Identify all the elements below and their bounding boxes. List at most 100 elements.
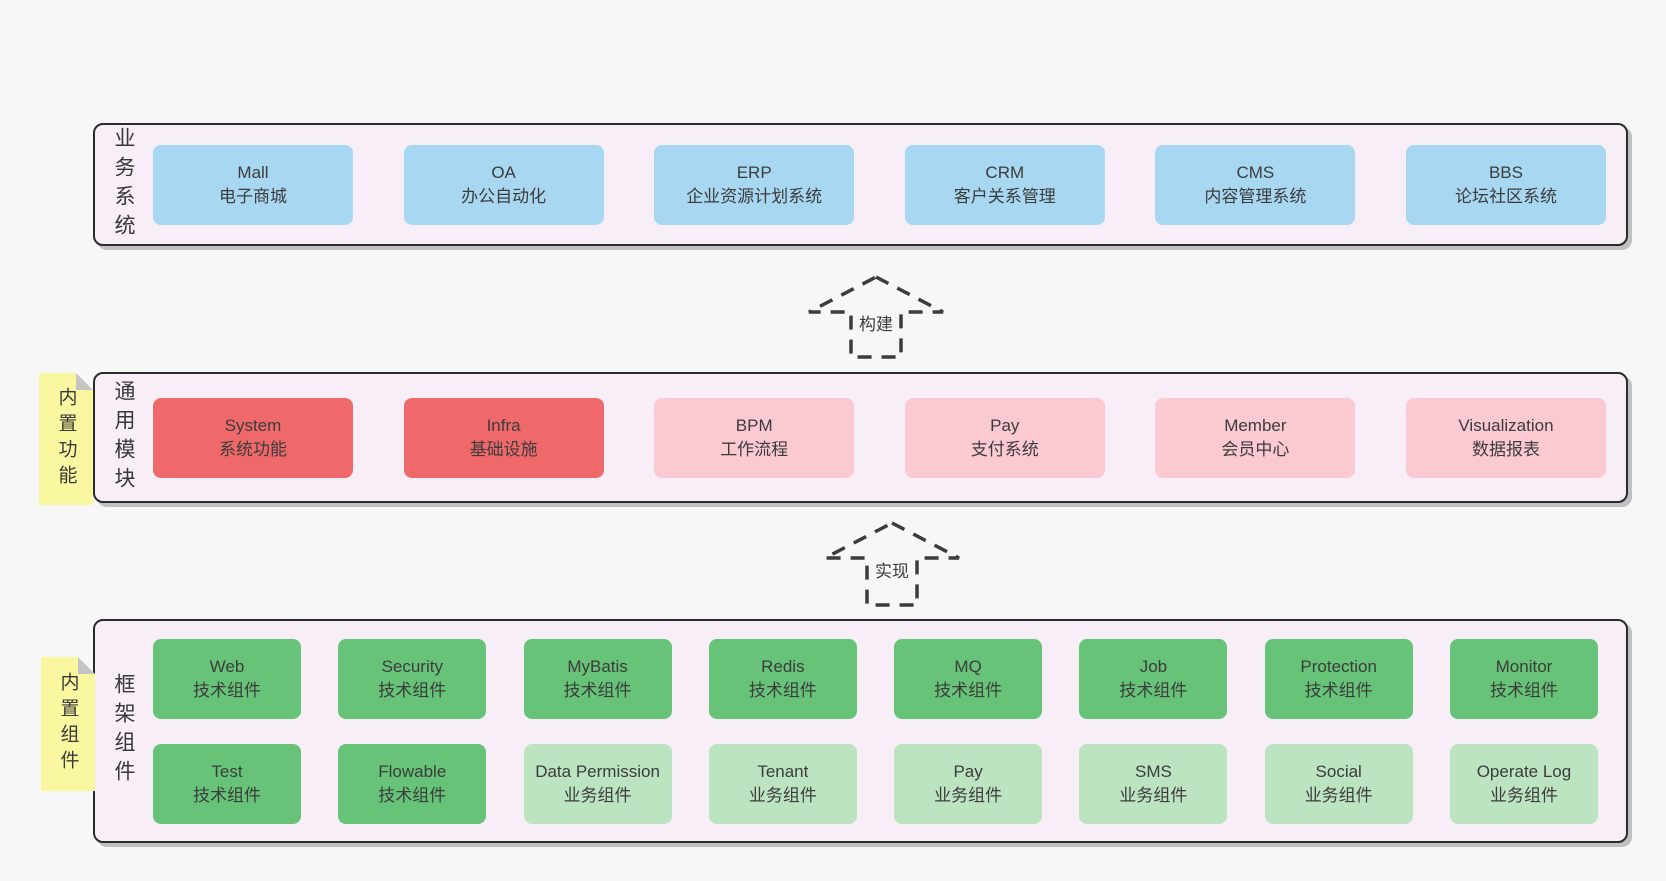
note-label: 内置组件 [57,672,79,776]
box-subtitle: 工作流程 [720,439,789,459]
box-subtitle: 技术组件 [563,680,632,700]
box-title: Social [1315,762,1362,782]
box-title: Infra [486,416,521,436]
module-box-crm: CRM 客户关系管理 [904,144,1105,225]
module-box-member: Member 会员中心 [1155,397,1356,478]
module-box-web: Web 技术组件 [153,638,301,719]
module-box-oa: OA 办公自动化 [403,144,604,225]
box-title: Test [211,762,243,782]
box-subtitle: 技术组件 [934,680,1003,700]
box-title: Security [381,657,443,677]
box-title: Protection [1300,657,1377,677]
layer-label: 业务系统 [112,126,135,243]
box-title: Web [209,657,245,677]
up-arrow-icon: 实现 [824,521,960,607]
box-title: OA [491,163,516,183]
build-arrow: 构建 [806,274,946,360]
box-title: Pay [953,762,983,782]
box-title: Job [1139,657,1168,677]
box-title: MQ [954,657,982,677]
arrow-label: 构建 [859,315,893,334]
box-title: Visualization [1458,416,1554,436]
module-box-pay: Pay 业务组件 [894,743,1043,824]
box-title: Flowable [378,762,447,782]
module-box-pay: Pay 支付系统 [904,397,1105,478]
box-row: Mall 电子商城 OA 办公自动化 ERP 企业资源计划系统 CRM 客户关系管理 CMS 内容… [153,144,1606,225]
box-title: Operate Log [1476,762,1572,782]
box-subtitle: 业务组件 [563,785,632,805]
module-box-sms: SMS 业务组件 [1079,743,1228,824]
box-subtitle: 电子商城 [219,186,287,206]
box-title: CRM [985,163,1025,183]
box-subtitle: 技术组件 [378,785,447,805]
module-box-erp: ERP 企业资源计划系统 [654,144,855,225]
module-box-security: Security 技术组件 [338,638,487,719]
box-subtitle: 业务组件 [934,785,1003,805]
module-box-mall: Mall 电子商城 [153,144,353,225]
box-subtitle: 客户关系管理 [953,186,1056,206]
implement-arrow: 实现 [822,520,962,608]
box-title: SMS [1134,762,1172,782]
arrow-label: 实现 [875,562,909,581]
box-subtitle: 办公自动化 [461,186,547,206]
module-box-system: System 系统功能 [153,397,353,478]
box-subtitle: 内容管理系统 [1204,186,1307,206]
box-subtitle: 数据报表 [1471,439,1540,459]
module-box-job: Job 技术组件 [1079,638,1228,719]
box-title: ERP [736,163,772,183]
module-box-data-permission: Data Permission 业务组件 [523,743,672,824]
box-title: Tenant [757,762,809,782]
module-box-tenant: Tenant 业务组件 [708,743,857,824]
box-subtitle: 业务组件 [1304,785,1373,805]
box-subtitle: 业务组件 [748,785,817,805]
module-box-visualization: Visualization 数据报表 [1405,397,1606,478]
box-subtitle: 技术组件 [1304,680,1373,700]
module-box-operate-log: Operate Log 业务组件 [1449,743,1598,824]
box-title: Mall [237,163,269,183]
box-subtitle: 技术组件 [193,680,261,700]
layer-label: 框架组件 [112,673,135,789]
box-subtitle: 技术组件 [1119,680,1188,700]
box-subtitle: 会员中心 [1221,439,1290,459]
layer-label: 通用模块 [112,379,135,496]
box-subtitle: 技术组件 [1489,680,1558,700]
box-title: MyBatis [567,657,628,677]
sticky-note: 内置功能 [39,373,93,505]
box-subtitle: 业务组件 [1489,785,1558,805]
module-box-monitor: Monitor 技术组件 [1449,638,1598,719]
box-rows: Mall 电子商城 OA 办公自动化 ERP 企业资源计划系统 CRM 客户关系管理 CMS 内容… [153,125,1606,244]
sticky-note: 内置组件 [41,657,95,791]
box-title: Pay [990,416,1020,436]
box-subtitle: 论坛社区系统 [1454,186,1557,206]
box-title: Data Permission [535,762,660,782]
box-title: CMS [1236,163,1275,183]
box-title: Member [1224,416,1287,436]
box-subtitle: 企业资源计划系统 [686,186,823,206]
box-title: BPM [735,416,773,436]
box-title: Monitor [1495,657,1553,677]
module-box-mybatis: MyBatis 技术组件 [523,638,672,719]
box-title: BBS [1488,163,1523,183]
module-box-bpm: BPM 工作流程 [654,397,855,478]
module-box-mq: MQ 技术组件 [894,638,1043,719]
module-box-flowable: Flowable 技术组件 [338,743,487,824]
box-subtitle: 技术组件 [378,680,447,700]
module-box-social: Social 业务组件 [1264,743,1413,824]
box-subtitle: 支付系统 [970,439,1039,459]
layer-business-systems: 业务系统 Mall 电子商城 OA 办公自动化 ERP 企业资源计划系统 CRM 客户关系管理… [93,123,1628,246]
box-subtitle: 业务组件 [1119,785,1188,805]
module-box-bbs: BBS 论坛社区系统 [1405,144,1606,225]
box-title: System [224,416,282,436]
box-title: Redis [761,657,805,677]
box-subtitle: 系统功能 [219,439,287,459]
